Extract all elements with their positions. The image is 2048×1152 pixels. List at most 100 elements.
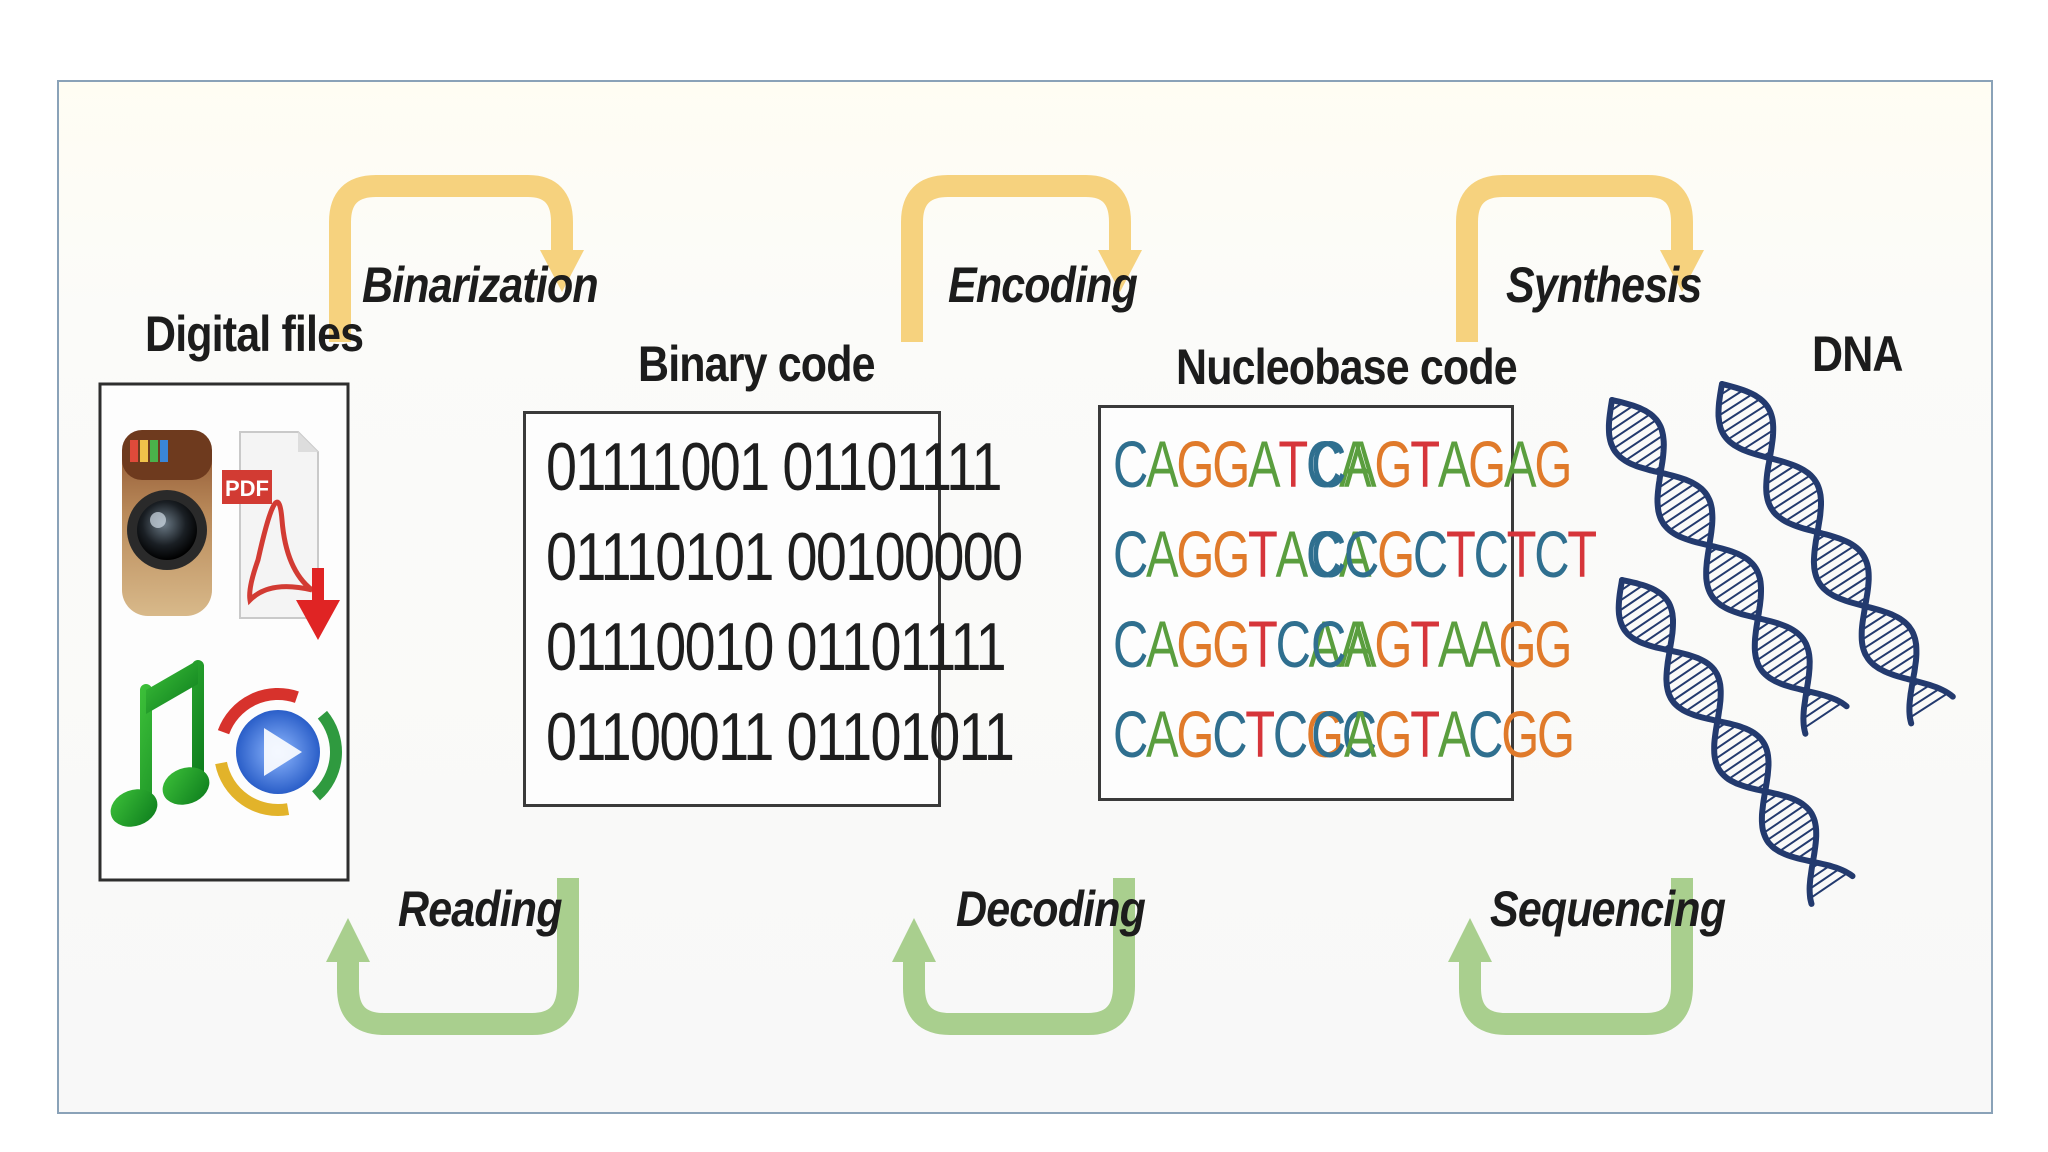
dna-base-pair [1717, 737, 1761, 768]
synthesis-arrow-head [1660, 250, 1704, 292]
dna-base-pair [1659, 488, 1703, 518]
dna-base-pair [1728, 587, 1762, 611]
dna-base-pair [1733, 419, 1774, 447]
nucleobase-sequence: CAGGTACA [1113, 517, 1372, 591]
dna-strand [1605, 397, 1813, 737]
binary-code-title: Binary code [638, 336, 876, 392]
dna-base-pair [1835, 575, 1870, 598]
dna-base-pair [1666, 659, 1704, 687]
binarization-arrow-head [540, 250, 584, 292]
binary-line: 01111001 01101111 [546, 429, 1002, 505]
binary-code-box: 01111001 01101111 01110101 00100000 0111… [523, 411, 1023, 807]
dna-base-pair [1878, 643, 1917, 670]
pdf-icon [222, 431, 340, 640]
encoding-arrow [901, 175, 1131, 342]
dna-base-pair [1642, 622, 1674, 645]
dna-base-pair [1767, 474, 1812, 504]
pdf-badge-label: PDF [225, 476, 269, 501]
dna-base-pair [1693, 696, 1722, 716]
dna-base-pair [1618, 587, 1653, 613]
dna-base-pair [1780, 663, 1811, 685]
media-player-icon [214, 688, 342, 816]
step-sequencing: Sequencing [1490, 881, 1726, 937]
dna-base-pair [1803, 701, 1843, 729]
synthesis-arrow [1456, 175, 1693, 342]
dna-base-pair [1756, 632, 1799, 662]
nucleobase-sequence: CAGTAGAG [1311, 427, 1572, 501]
dna-base-pair [1713, 570, 1758, 601]
dna-base-pair [1713, 727, 1747, 751]
dna-base-pair [1677, 678, 1720, 708]
dna-base-pair [1706, 557, 1747, 586]
dna-base-pair [1709, 563, 1754, 594]
dna-base-pair [1721, 744, 1766, 775]
dna-base-pair [1705, 553, 1739, 577]
dna-base-pair [1861, 612, 1889, 631]
dna-base-pair [1766, 810, 1811, 842]
reading-arrow [337, 878, 579, 1035]
dna-base-pair [1618, 584, 1644, 603]
nucleobase-code-title: Nucleobase code [1176, 339, 1518, 395]
encoding-arrow-head [1098, 250, 1142, 292]
dna-base-pair [1777, 488, 1820, 517]
digital-files-title: Digital files [145, 306, 364, 362]
dna-base-pair [1908, 687, 1941, 709]
dna-base-pair [1821, 557, 1866, 588]
dna-base-pair [1793, 507, 1822, 527]
dna-strand [1615, 577, 1820, 907]
dna-base-pair [1745, 770, 1769, 788]
reading-arrow-head [326, 918, 370, 962]
dna-base-pair [1737, 597, 1762, 614]
dna-base-pair [1763, 804, 1805, 834]
dna-base-pair [1668, 502, 1712, 532]
dna-base-pair [1722, 404, 1767, 434]
dna-base-pair [1754, 623, 1782, 643]
dna-base-pair [1656, 478, 1687, 500]
nucleobase-sequence: CAGTACGG [1311, 697, 1575, 771]
dna-base-pair [1809, 872, 1849, 900]
dna-base-pair [1657, 482, 1696, 510]
dna-base-pair [1778, 825, 1817, 853]
dna-base-pair [1813, 540, 1847, 563]
dna-title: DNA [1812, 326, 1903, 382]
dna-strand [1609, 397, 1850, 710]
dna-base-pair [1642, 454, 1664, 470]
dna-base-pair [1813, 536, 1838, 553]
dna-base-pair [1684, 686, 1722, 713]
dna-base-pair [1622, 597, 1667, 629]
step-reading: Reading [398, 881, 562, 937]
dna-base-pair [1714, 732, 1755, 761]
sequencing-arrow [1459, 878, 1693, 1035]
dna-base-pair [1765, 464, 1796, 485]
step-decoding: Decoding [956, 881, 1146, 937]
dna-base-pair [1866, 627, 1911, 658]
dna-base-pair [1665, 656, 1696, 677]
dna-base-pair [1633, 443, 1665, 466]
dna-strand [1719, 381, 1956, 700]
dna-base-pair [1705, 549, 1729, 566]
dna-base-pair [1727, 751, 1769, 781]
nucleobase-sequence: CAGGTCAA [1113, 607, 1372, 681]
dna-base-pair [1871, 635, 1915, 664]
nucleobase-sequence: CCGCTCTCT [1311, 517, 1597, 591]
decoding-arrow [903, 878, 1135, 1035]
step-synthesis: Synthesis [1506, 257, 1702, 313]
dna-helix-icon [1605, 381, 1956, 907]
dna-base-pair [1727, 411, 1771, 441]
step-encoding: Encoding [948, 257, 1138, 313]
binary-line: 01100011 01101011 [546, 699, 1015, 775]
dna-base-pair [1816, 550, 1862, 581]
dna-base-pair [1617, 426, 1662, 457]
dna-base-pair [1861, 616, 1898, 641]
dna-base-pair [1719, 398, 1761, 426]
dna-base-pair [1754, 627, 1791, 653]
dna-strand [1715, 381, 1920, 727]
dna-base-pair [1608, 408, 1644, 433]
dna-base-pair [1809, 868, 1840, 890]
dna-base-pair [1717, 393, 1754, 417]
dna-base-pair [1720, 578, 1761, 606]
dna-base-pair [1802, 697, 1834, 720]
dna-base-pair [1619, 592, 1661, 621]
